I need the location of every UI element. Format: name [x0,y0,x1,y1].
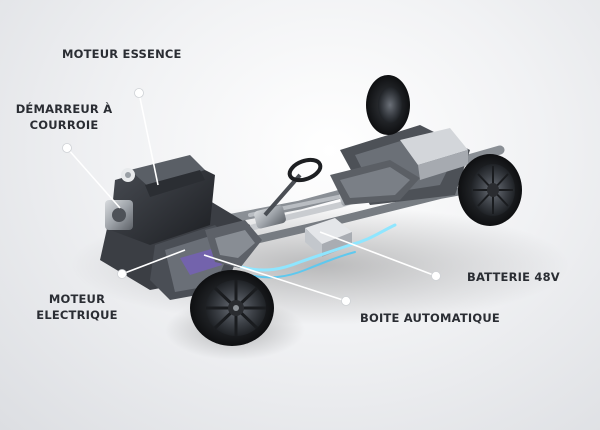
label-batterie-48v: BATTERIE 48V [467,270,560,284]
label-demarreur-line1: DÉMARREUR À [15,102,113,116]
gasoline-engine [110,155,215,245]
steering-wheel [263,157,323,217]
label-boite-automatique: BOITE AUTOMATIQUE [360,311,500,325]
automatic-gearbox [205,220,262,268]
label-moteur-essence: MOTEUR ESSENCE [62,47,182,61]
rear-right-wheel [458,154,522,226]
callout-dots [62,88,441,306]
callout-lines [66,92,437,302]
label-demarreur-line2: COURROIE [29,118,99,132]
label-moteur-electrique-line1: MOTEUR [48,292,106,306]
belt-starter [105,200,133,230]
label-moteur-electrique-line2: ELECTRIQUE [36,308,118,322]
front-right-wheel [190,270,274,346]
high-voltage-cables [233,223,397,279]
fuel-tank [330,160,420,205]
rear-left-wheel [366,75,410,135]
